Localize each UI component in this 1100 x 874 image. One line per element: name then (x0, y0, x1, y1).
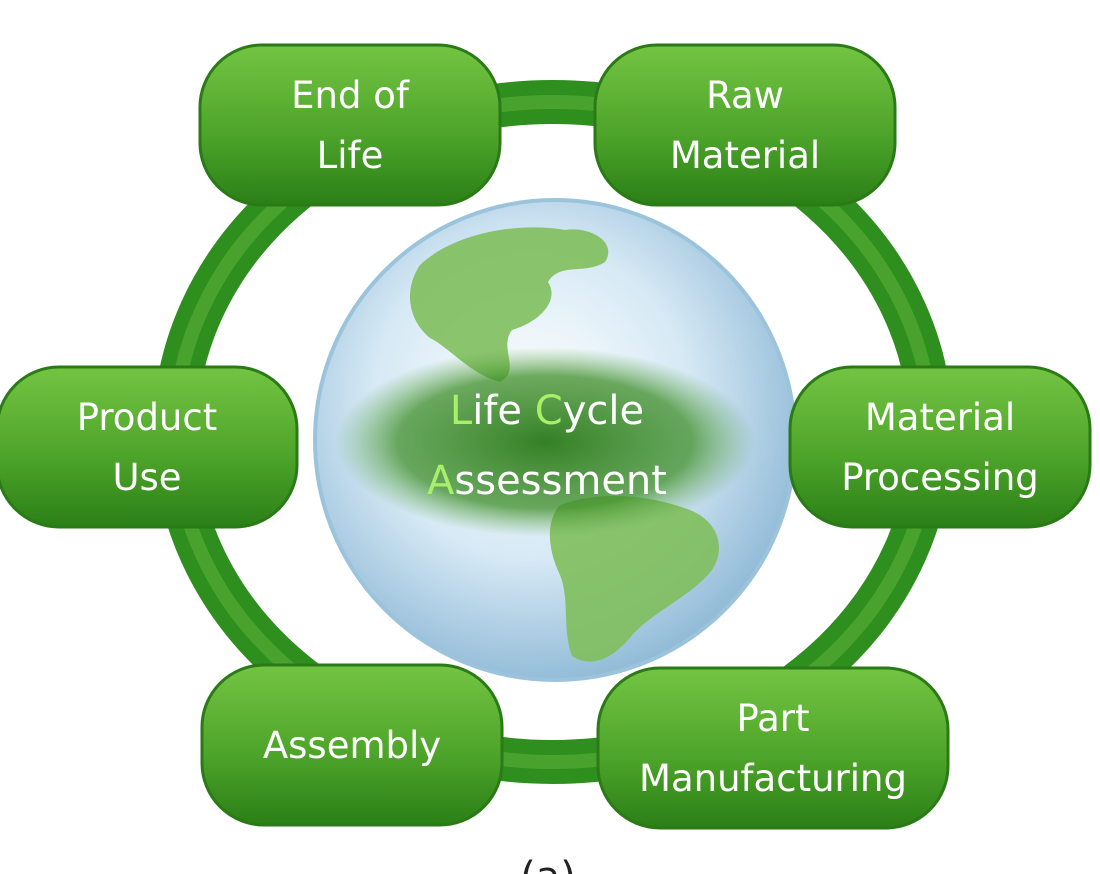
north-america-shape (409, 227, 609, 382)
stage-pill-part-manufacturing (596, 666, 950, 830)
center-title-line2: Assessment (427, 458, 667, 504)
stage-label-raw-material-line2: Material (670, 134, 820, 177)
stage-pill-end-of-life (198, 43, 502, 207)
stage-label-end-of-life-line1: End of (291, 74, 410, 117)
stage-label-product-use-line1: Product (77, 396, 217, 439)
stage-pill-assembly (200, 663, 504, 827)
stage-label-material-processing-line1: Material (865, 396, 1015, 439)
stage-label-raw-material-line1: Raw (706, 74, 784, 117)
stage-pill-raw-material (593, 43, 897, 207)
stage-assembly: Assembly (200, 663, 504, 827)
stage-label-part-manufacturing-line2: Manufacturing (639, 757, 907, 800)
stage-pill-material-processing (788, 365, 1092, 529)
stage-pill-product-use (0, 365, 299, 529)
figure-caption: (a) (520, 854, 576, 874)
stage-label-product-use-line2: Use (112, 456, 181, 499)
stage-end-of-life: End of Life (198, 43, 502, 207)
stage-label-material-processing-line2: Processing (841, 456, 1039, 499)
south-america-shape (549, 495, 720, 662)
stage-nodes: RawMaterialMaterialProcessingPartManufac… (0, 43, 1092, 830)
center-title-line1: Life Cycle (450, 388, 644, 434)
stage-label-end-of-life-line2: Life (317, 134, 384, 177)
globe: Life Cycle Assessment (311, 196, 799, 684)
stage-label-part-manufacturing-line1: Part (736, 697, 809, 740)
center-band (335, 347, 755, 537)
stage-label-assembly-line1: Assembly (263, 724, 441, 767)
